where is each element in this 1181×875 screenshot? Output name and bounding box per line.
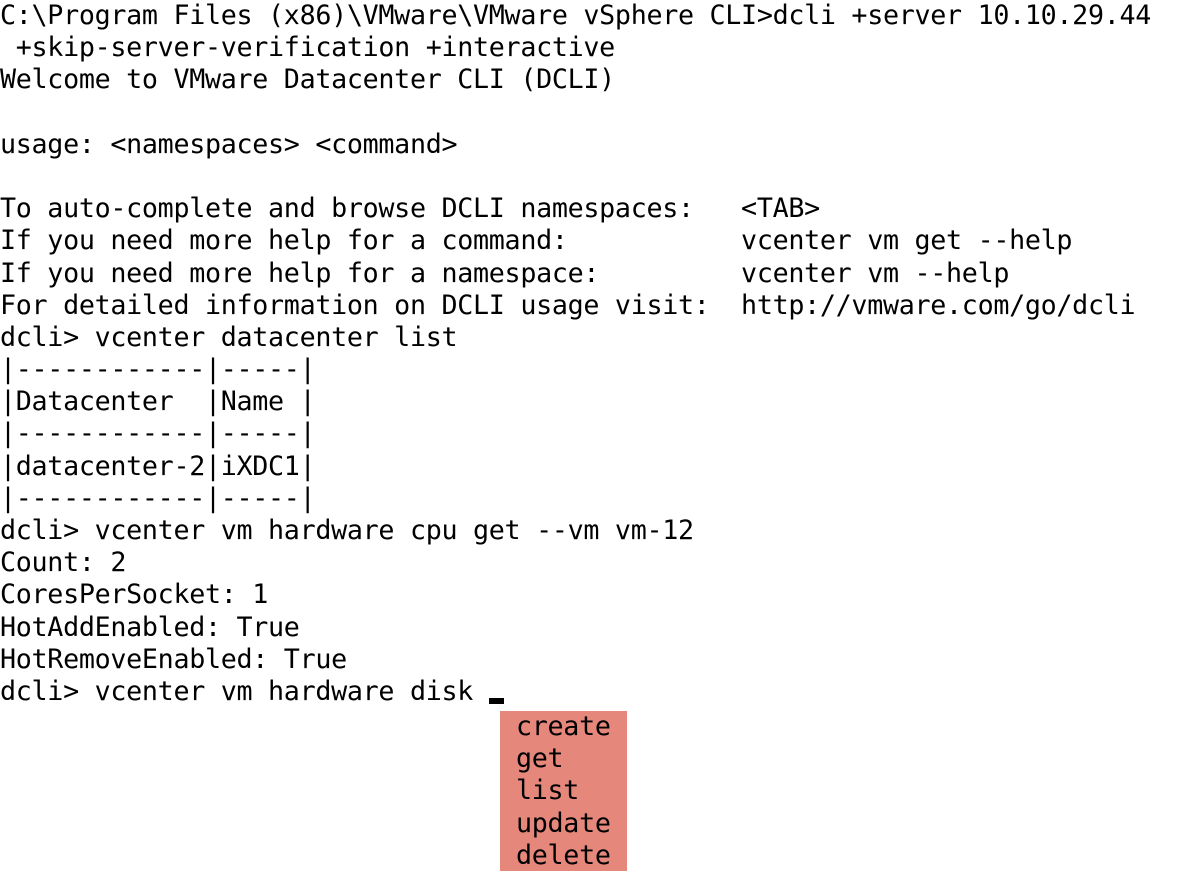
terminal-line-command: C:\Program Files (x86)\VMware\VMware vSp…: [0, 0, 1152, 31]
terminal-line-cpu-cmd: dcli> vcenter vm hardware cpu get --vm v…: [0, 515, 694, 546]
terminal-line-datacenter-cmd: dcli> vcenter datacenter list: [0, 321, 458, 353]
terminal-line-welcome: Welcome to VMware Datacenter CLI (DCLI): [0, 64, 615, 96]
autocomplete-option-delete[interactable]: delete: [516, 839, 611, 871]
table-border: |------------|-----|: [0, 354, 316, 386]
table-border: |------------|-----|: [0, 482, 316, 514]
autocomplete-option-list[interactable]: list: [516, 775, 580, 807]
current-prompt[interactable]: dcli> vcenter vm hardware disk: [0, 675, 489, 707]
terminal-line-help-command: If you need more help for a command: vce…: [0, 225, 1073, 257]
table-border: |------------|-----|: [0, 418, 316, 450]
autocomplete-option-get[interactable]: get: [516, 743, 564, 775]
terminal-line-count: Count: 2: [0, 547, 127, 579]
autocomplete-option-create[interactable]: create: [516, 711, 611, 742]
terminal-line-help-tab: To auto-complete and browse DCLI namespa…: [0, 193, 820, 225]
terminal-line-usage: usage: <namespaces> <command>: [0, 128, 458, 160]
terminal-line-cores: CoresPerSocket: 1: [0, 579, 269, 611]
table-header-row: |Datacenter |Name |: [0, 386, 316, 418]
terminal-line-help-namespace: If you need more help for a namespace: v…: [0, 257, 1010, 289]
terminal-line-blank: [0, 97, 1181, 129]
terminal-line-command-cont: +skip-server-verification +interactive: [0, 32, 615, 64]
autocomplete-popup[interactable]: create get list update delete: [500, 711, 627, 871]
autocomplete-option-update[interactable]: update: [516, 807, 611, 839]
table-row: |datacenter-2|iXDC1|: [0, 450, 316, 482]
terminal-line-hotremove: HotRemoveEnabled: True: [0, 643, 347, 675]
terminal-input-line[interactable]: dcli> vcenter vm hardware disk: [0, 676, 1181, 708]
terminal-line-help-url: For detailed information on DCLI usage v…: [0, 289, 1136, 321]
terminal-line-blank: [0, 161, 1181, 193]
text-cursor: [488, 697, 504, 704]
terminal-line-hotadd: HotAddEnabled: True: [0, 611, 300, 643]
